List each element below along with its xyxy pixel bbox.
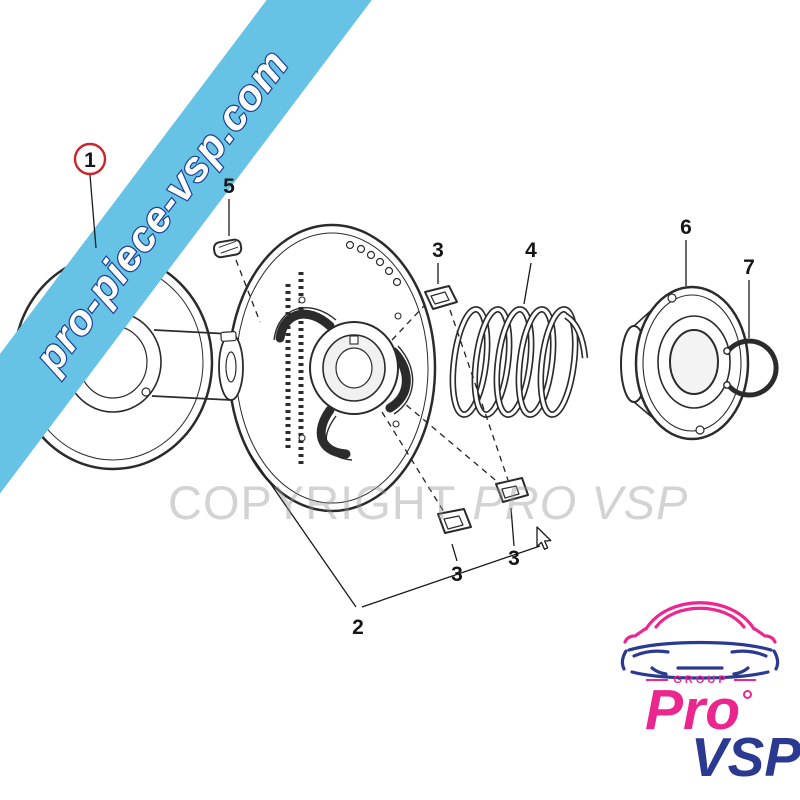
logo-pro-word: Pro	[645, 678, 741, 742]
part-3-slider-shoe-bottom-left	[437, 508, 472, 534]
label-part-2: 2	[249, 453, 541, 639]
label-part-3-top: 3	[432, 239, 444, 284]
part-5-shaft-key	[212, 238, 243, 259]
label-part-6: 6	[680, 216, 692, 286]
label-2-number: 2	[352, 616, 364, 639]
logo-pro-text: Pro	[645, 682, 753, 739]
leader-bracket-2	[249, 453, 541, 608]
copyright-watermark-word: COPYRIGHT	[168, 476, 457, 529]
banner-stripe	[0, 0, 406, 515]
logo-vsp-text: VSP	[691, 726, 800, 788]
leader-line-4	[523, 262, 532, 305]
label-part-5: 5	[223, 175, 235, 236]
label-part-4: 4	[523, 239, 537, 305]
label-4-number: 4	[525, 239, 537, 262]
part-3-slider-shoe-top	[424, 285, 458, 310]
leader-line-3-br	[510, 507, 515, 547]
car-sketch-blue-lines	[620, 640, 780, 680]
label-6-number: 6	[680, 216, 692, 239]
label-5-number: 5	[223, 175, 235, 198]
mouse-cursor-icon	[536, 526, 552, 550]
part-3-slider-shoe-bottom-right	[495, 477, 529, 503]
label-1-circle	[73, 142, 107, 176]
logo-group-row: GROUP	[646, 674, 756, 686]
part-labels: 1 5 3 4 6 7 3	[73, 142, 755, 639]
car-sketch-pink-lines	[623, 601, 777, 644]
label-3-top-number: 3	[432, 239, 444, 262]
part-4-spring	[449, 306, 589, 418]
logo-group-line-left	[646, 679, 669, 681]
label-7-number: 7	[743, 256, 755, 279]
assembly-dashed-lines	[235, 259, 509, 513]
copyright-watermark-brand: PRO VSP	[472, 476, 689, 529]
label-3-br-number: 3	[508, 547, 520, 570]
logo-car-sketch	[620, 601, 780, 680]
leader-line-3-bl	[451, 543, 458, 562]
part-6-clutch-cover	[620, 285, 750, 441]
label-part-3-bottom-right: 3	[508, 507, 520, 570]
logo-pro-dot-icon	[743, 690, 753, 699]
logo-group-label: GROUP	[673, 674, 729, 686]
label-1-number: 1	[84, 149, 96, 172]
label-part-1: 1	[73, 142, 107, 249]
part-7-circlip	[723, 338, 779, 398]
label-part-7: 7	[743, 256, 755, 338]
copyright-watermark: COPYRIGHT PRO VSP	[168, 479, 688, 526]
leader-line-1	[89, 174, 97, 249]
label-part-3-bottom-left: 3	[451, 543, 463, 586]
part-2-variator-ramp-plate	[227, 223, 437, 513]
logo-group-line-right	[733, 679, 756, 681]
